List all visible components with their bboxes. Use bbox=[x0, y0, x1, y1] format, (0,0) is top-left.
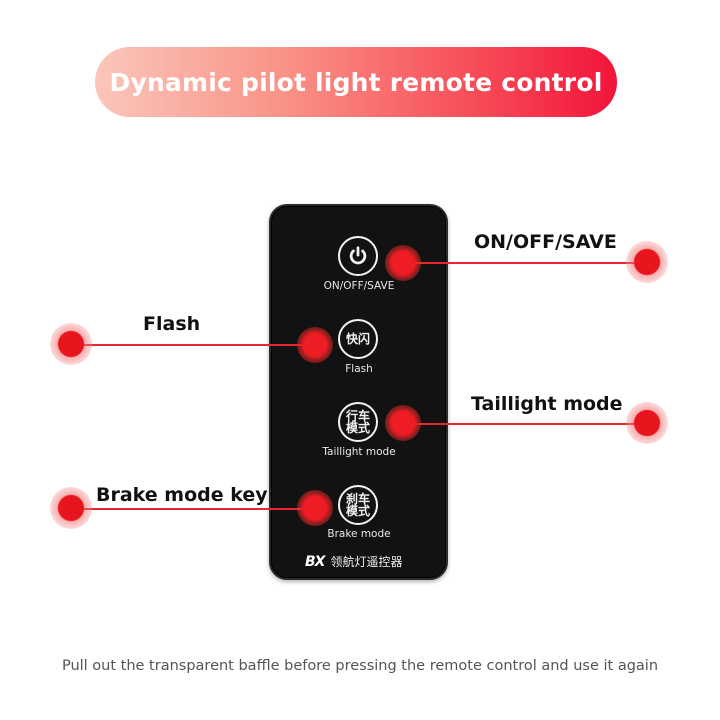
brand-logo: BX bbox=[305, 553, 325, 570]
power-button-label: ON/OFF/SAVE bbox=[323, 280, 395, 292]
remote-brand: BX 领航灯遥控器 bbox=[305, 553, 402, 570]
flash-button[interactable]: 快闪 bbox=[338, 319, 378, 359]
taillight-callout: Taillight mode bbox=[471, 393, 623, 415]
taillight-marker-dot bbox=[385, 405, 421, 441]
brake-end-dot bbox=[50, 487, 92, 529]
brake-glyph-line1: 刹车 bbox=[345, 492, 370, 506]
taillight-mode-label: Taillight mode bbox=[322, 446, 396, 458]
taillight-glyph-line2: 模式 bbox=[345, 421, 370, 435]
flash-button-glyph: 快闪 bbox=[345, 332, 370, 346]
flash-connector-line bbox=[72, 344, 315, 346]
brake-callout: Brake mode key bbox=[96, 484, 268, 506]
taillight-connector-line bbox=[403, 423, 647, 425]
onoff-callout: ON/OFF/SAVE bbox=[474, 231, 617, 253]
flash-marker-dot bbox=[297, 327, 333, 363]
brake-mode-button[interactable]: 刹车 模式 bbox=[338, 485, 378, 525]
title-banner: Dynamic pilot light remote control bbox=[95, 47, 617, 117]
onoff-connector-line bbox=[403, 262, 647, 264]
flash-button-label: Flash bbox=[345, 363, 373, 375]
taillight-mode-button[interactable]: 行车 模式 bbox=[338, 402, 378, 442]
banner-title: Dynamic pilot light remote control bbox=[109, 67, 603, 97]
onoff-marker-dot bbox=[385, 245, 421, 281]
flash-end-dot bbox=[50, 323, 92, 365]
brake-marker-dot bbox=[297, 490, 333, 526]
footer-note: Pull out the transparent baffle before p… bbox=[61, 658, 659, 674]
power-icon bbox=[349, 246, 367, 265]
brand-text: 领航灯遥控器 bbox=[330, 555, 403, 569]
flash-callout: Flash bbox=[143, 313, 201, 335]
onoff-end-dot bbox=[626, 241, 668, 283]
brake-mode-label: Brake mode bbox=[327, 528, 391, 540]
power-button[interactable] bbox=[338, 236, 378, 276]
brake-connector-line bbox=[72, 508, 315, 510]
taillight-end-dot bbox=[626, 402, 668, 444]
taillight-glyph-line1: 行车 bbox=[345, 409, 370, 423]
brake-glyph-line2: 模式 bbox=[345, 504, 370, 518]
